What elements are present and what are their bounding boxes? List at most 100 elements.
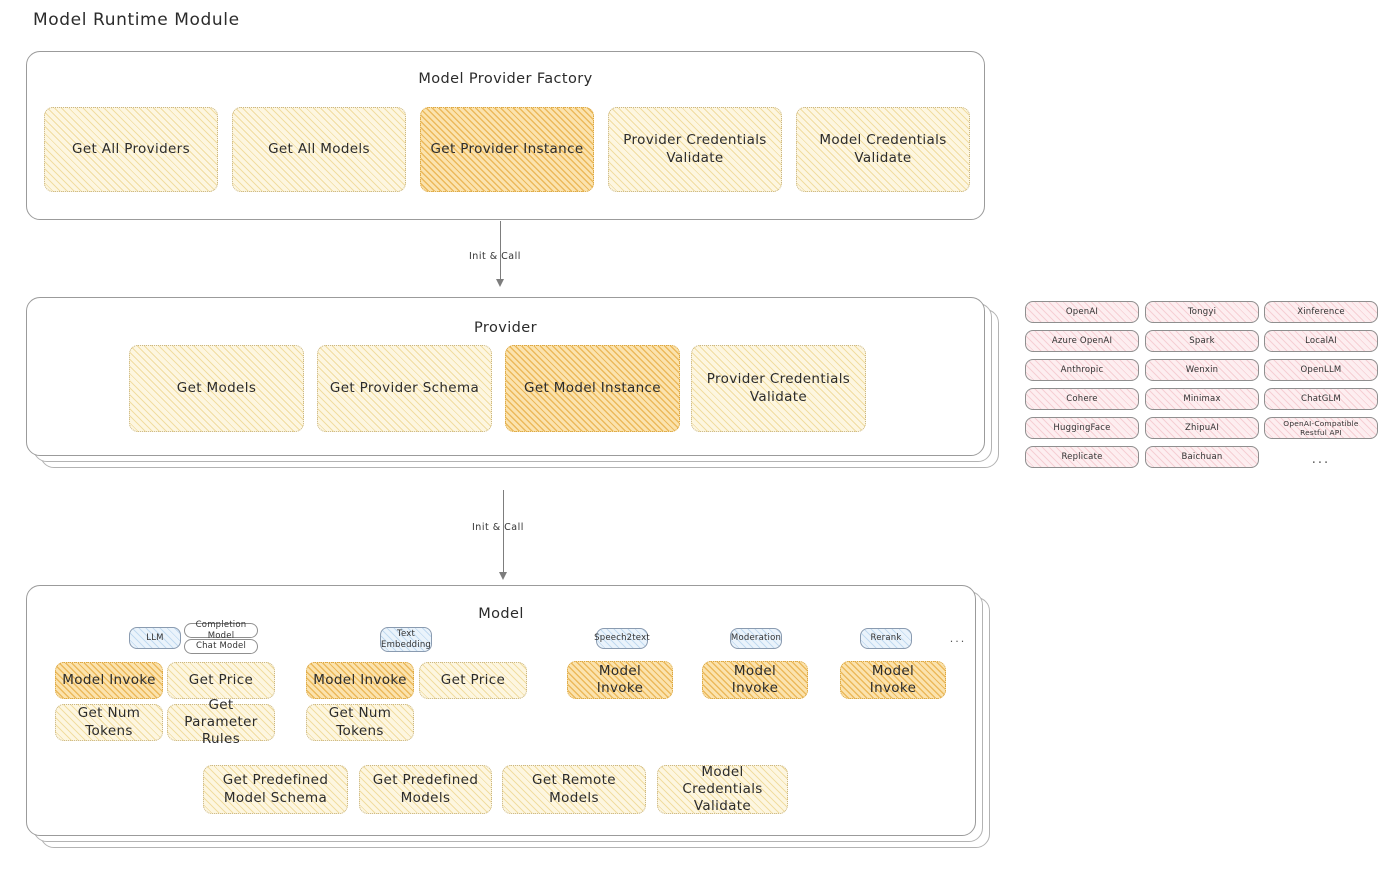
provider-chip-label: OpenAI-Compatible Restful API (1283, 418, 1359, 437)
model-type-tag-moderation[interactable]: Moderation (730, 628, 782, 649)
provider-chip-wenxin[interactable]: Wenxin (1145, 359, 1259, 381)
provider-chip-spark[interactable]: Spark (1145, 330, 1259, 352)
provider-item-label: Get Models (176, 379, 257, 396)
factory-title: Model Provider Factory (418, 71, 593, 87)
model-op-speech2text-model-invoke[interactable]: Model Invoke (567, 661, 673, 699)
model-op-llm-get-price[interactable]: Get Price (167, 662, 275, 699)
provider-chip-label: Tongyi (1187, 306, 1217, 317)
provider-chip-label: HuggingFace (1053, 422, 1111, 433)
provider-chip-openllm[interactable]: OpenLLM (1264, 359, 1378, 381)
provider-chip-cohere[interactable]: Cohere (1025, 388, 1139, 410)
arrow-factory-to-provider-label: Init & Call (469, 251, 521, 262)
model-type-tag-label: LLM (146, 632, 164, 643)
provider-chip-tongyi[interactable]: Tongyi (1145, 301, 1259, 323)
provider-chip-label: Cohere (1066, 393, 1098, 404)
model-subtag-label: Completion Model (195, 619, 247, 641)
model-op-llm-get-parameter-rules[interactable]: Get Parameter Rules (167, 697, 275, 747)
provider-item-provider-credentials-validate[interactable]: Provider Credentials Validate (691, 345, 866, 432)
provider-chip-baichuan[interactable]: Baichuan (1145, 446, 1259, 468)
provider-item-get-provider-schema[interactable]: Get Provider Schema (317, 345, 492, 432)
model-shared-op-label: Get Remote Models (532, 772, 616, 806)
model-type-tag-label: Moderation (730, 633, 782, 644)
model-op-moderation-model-invoke[interactable]: Model Invoke (702, 661, 808, 699)
factory-item-get-all-providers[interactable]: Get All Providers (44, 107, 218, 192)
provider-chip-label: Wenxin (1185, 364, 1219, 375)
model-op-llm-model-invoke[interactable]: Model Invoke (55, 662, 163, 699)
factory-item-model-credentials-validate[interactable]: Model Credentials Validate (796, 107, 970, 192)
model-type-tag-speech2text[interactable]: Speech2text (594, 628, 650, 649)
arrow-provider-to-model-label: Init & Call (472, 522, 524, 533)
arrow-factory-to-provider-line (500, 221, 501, 281)
arrow-provider-to-model-line (503, 490, 504, 575)
model-op-label: Model Invoke (596, 662, 644, 696)
factory-item-label: Get Provider Instance (430, 140, 584, 157)
provider-item-get-model-instance[interactable]: Get Model Instance (505, 345, 680, 432)
provider-chip-label: OpenLLM (1300, 364, 1342, 375)
provider-chip-zhipuai[interactable]: ZhipuAI (1145, 417, 1259, 439)
provider-chip-openai[interactable]: OpenAI (1025, 301, 1139, 323)
provider-chip-azure-openai[interactable]: Azure OpenAI (1025, 330, 1139, 352)
factory-item-label: Get All Providers (72, 140, 190, 157)
provider-title: Provider (474, 320, 537, 336)
model-shared-op-model-credentials-validate[interactable]: Model Credentials Validate (657, 763, 788, 815)
model-shared-op-label: Get Predefined Model Schema (222, 772, 329, 806)
model-title: Model (478, 606, 524, 622)
provider-chip-label: Minimax (1183, 393, 1221, 404)
model-subtag-completion-model[interactable]: Completion Model (184, 620, 258, 641)
model-type-tag-rerank[interactable]: Rerank (860, 628, 912, 649)
provider-chip-replicate[interactable]: Replicate (1025, 446, 1139, 468)
model-op-rerank-model-invoke[interactable]: Model Invoke (840, 661, 946, 699)
model-op-label: Get Parameter Rules (184, 696, 258, 748)
provider-chip-openai-compatible-restful-api[interactable]: OpenAI-Compatible Restful API (1264, 417, 1378, 439)
arrow-provider-to-model-head (499, 572, 507, 580)
model-op-label: Model Invoke (62, 671, 156, 688)
provider-list-more-ellipsis: ... (1311, 451, 1331, 467)
model-op-label: Model Invoke (731, 662, 779, 696)
provider-chip-anthropic[interactable]: Anthropic (1025, 359, 1139, 381)
provider-chip-localai[interactable]: LocalAI (1264, 330, 1378, 352)
model-type-tag-llm[interactable]: LLM (129, 627, 181, 649)
factory-item-get-all-models[interactable]: Get All Models (232, 107, 406, 192)
model-op-label: Model Invoke (869, 662, 917, 696)
model-subtag-label: Chat Model (195, 641, 247, 652)
provider-chip-xinference[interactable]: Xinference (1264, 301, 1378, 323)
factory-item-label: Model Credentials Validate (819, 132, 947, 166)
model-op-label: Model Invoke (313, 671, 407, 688)
model-type-tag-label: Rerank (870, 633, 902, 644)
model-type-tag-text-embedding[interactable]: Text Embedding (380, 627, 432, 652)
provider-item-label: Provider Credentials Validate (706, 371, 851, 405)
model-type-tag-label: Text Embedding (381, 629, 432, 650)
provider-chip-label: Spark (1189, 335, 1215, 346)
provider-chip-chatglm[interactable]: ChatGLM (1264, 388, 1378, 410)
model-shared-op-get-predefined-models[interactable]: Get Predefined Models (359, 765, 492, 814)
model-op-llm-get-num-tokens[interactable]: Get Num Tokens (55, 704, 163, 741)
provider-item-get-models[interactable]: Get Models (129, 345, 304, 432)
model-op-embedding-get-num-tokens[interactable]: Get Num Tokens (306, 704, 414, 741)
provider-chip-label: Replicate (1061, 451, 1103, 462)
provider-chip-huggingface[interactable]: HuggingFace (1025, 417, 1139, 439)
model-op-label: Get Price (188, 671, 254, 688)
provider-item-label: Get Provider Schema (329, 379, 480, 396)
provider-chip-label: ChatGLM (1301, 393, 1341, 404)
provider-chip-label: OpenAI (1065, 306, 1099, 317)
model-type-tag-label: Speech2text (594, 633, 650, 644)
model-op-embedding-get-price[interactable]: Get Price (419, 662, 527, 699)
provider-chip-minimax[interactable]: Minimax (1145, 388, 1259, 410)
factory-item-get-provider-instance[interactable]: Get Provider Instance (420, 107, 594, 192)
provider-item-label: Get Model Instance (524, 379, 661, 396)
factory-item-provider-credentials-validate[interactable]: Provider Credentials Validate (608, 107, 782, 192)
provider-chip-label: LocalAI (1305, 335, 1337, 346)
provider-chip-label: Baichuan (1181, 451, 1223, 462)
factory-item-label: Provider Credentials Validate (623, 132, 767, 166)
model-op-label: Get Num Tokens (77, 705, 141, 739)
arrow-factory-to-provider-head (496, 279, 504, 287)
model-shared-op-get-predefined-model-schema[interactable]: Get Predefined Model Schema (203, 765, 348, 814)
model-shared-op-label: Model Credentials Validate (682, 763, 763, 815)
provider-chip-label: Xinference (1297, 306, 1345, 317)
model-subtag-chat-model[interactable]: Chat Model (184, 639, 258, 654)
model-op-embedding-model-invoke[interactable]: Model Invoke (306, 662, 414, 699)
model-shared-op-get-remote-models[interactable]: Get Remote Models (502, 765, 646, 814)
provider-chip-label: Azure OpenAI (1051, 335, 1113, 346)
page-title: Model Runtime Module (33, 10, 240, 30)
